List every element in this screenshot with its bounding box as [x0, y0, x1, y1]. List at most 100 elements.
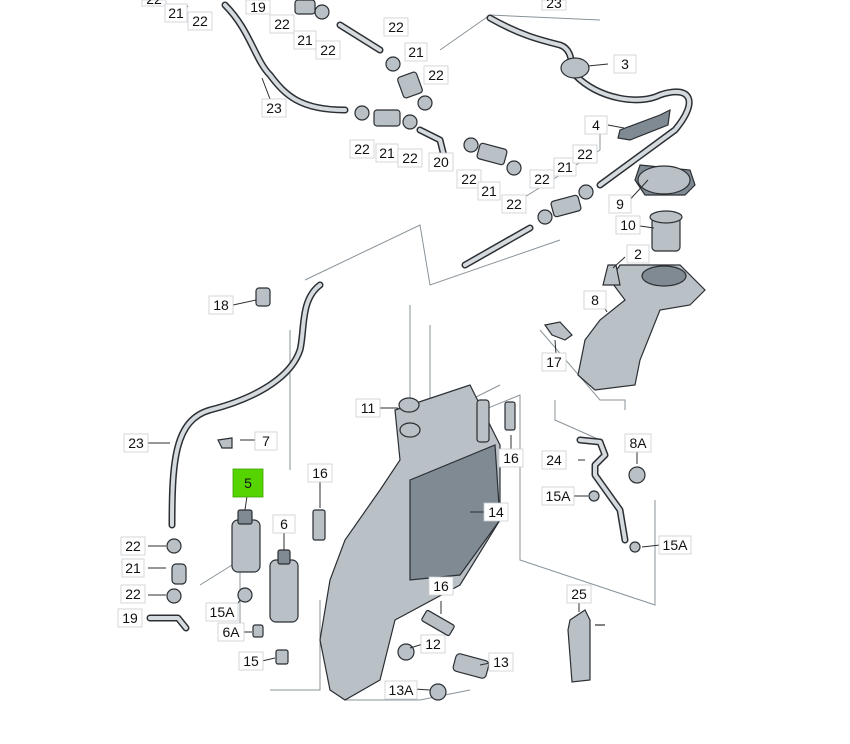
svg-text:16: 16 [312, 465, 328, 481]
label-21: 21 [477, 181, 501, 201]
svg-text:11: 11 [361, 400, 376, 416]
svg-text:16: 16 [503, 450, 519, 466]
label-23: 23 [123, 433, 149, 453]
svg-text:22: 22 [354, 141, 370, 157]
label-21: 21 [293, 30, 317, 50]
label-6: 6 [272, 514, 296, 534]
label-22: 22 [120, 584, 146, 604]
svg-text:6: 6 [280, 516, 288, 532]
svg-text:12: 12 [425, 636, 441, 652]
svg-text:22: 22 [125, 586, 141, 602]
label-22: 22 [141, 0, 167, 7]
label-15: 15 [238, 651, 264, 671]
label-13: 13 [488, 652, 514, 672]
svg-text:19: 19 [250, 0, 266, 15]
svg-text:21: 21 [481, 183, 497, 199]
label-22: 22 [397, 148, 423, 168]
label-22: 22 [349, 139, 375, 159]
svg-text:21: 21 [297, 32, 313, 48]
svg-text:23: 23 [128, 435, 144, 451]
svg-text:4: 4 [592, 117, 600, 133]
label-11: 11 [355, 398, 381, 418]
label-15A: 15A [658, 535, 692, 555]
pumps [217, 437, 605, 665]
label-14: 14 [483, 502, 509, 522]
label-10: 10 [615, 215, 641, 235]
svg-text:21: 21 [168, 5, 184, 21]
svg-text:19: 19 [122, 610, 138, 626]
svg-text:6A: 6A [222, 624, 240, 640]
label-22: 22 [120, 536, 146, 556]
svg-text:22: 22 [534, 171, 550, 187]
label-22: 22 [315, 40, 341, 60]
svg-text:22: 22 [388, 19, 404, 35]
svg-text:22: 22 [577, 146, 593, 162]
svg-text:18: 18 [213, 297, 229, 313]
label-21: 21 [404, 42, 428, 62]
label-18: 18 [208, 295, 234, 315]
label-15A: 15A [541, 486, 575, 506]
svg-text:22: 22 [402, 150, 418, 166]
label-22: 22 [529, 169, 555, 189]
label-9: 9 [608, 194, 632, 214]
svg-text:22: 22 [146, 0, 162, 7]
svg-text:5: 5 [244, 475, 252, 491]
label-22: 22 [383, 17, 409, 37]
svg-text:22: 22 [320, 42, 336, 58]
label-22: 22 [501, 194, 527, 214]
svg-text:8: 8 [591, 292, 599, 308]
label-16: 16 [428, 576, 454, 596]
label-4: 4 [584, 115, 608, 135]
label-6A: 6A [217, 622, 245, 642]
svg-text:22: 22 [192, 13, 208, 29]
label-17: 17 [541, 352, 567, 372]
label-13A: 13A [384, 680, 418, 700]
reference-lines [199, 14, 656, 701]
svg-text:9: 9 [616, 196, 624, 212]
svg-text:23: 23 [266, 100, 282, 116]
label-22: 22 [572, 144, 598, 164]
svg-text:21: 21 [408, 44, 424, 60]
svg-text:22: 22 [506, 196, 522, 212]
label-16: 16 [498, 448, 524, 468]
label-5: 5 [232, 468, 264, 498]
svg-text:8A: 8A [629, 435, 647, 451]
label-24: 24 [541, 450, 567, 470]
label-21: 21 [375, 143, 399, 163]
label-25: 25 [566, 584, 592, 604]
part-labels: 22 21 22 19 22 21 22 22 21 22 23 3 23 4 … [117, 0, 692, 700]
label-22: 22 [456, 169, 482, 189]
svg-text:15: 15 [243, 653, 259, 669]
svg-text:22: 22 [125, 538, 141, 554]
leader-lines [148, 5, 661, 691]
label-22: 22 [269, 14, 295, 34]
svg-text:21: 21 [125, 560, 141, 576]
svg-text:25: 25 [571, 586, 587, 602]
svg-text:21: 21 [557, 159, 573, 175]
label-2: 2 [626, 244, 650, 264]
svg-text:24: 24 [546, 452, 562, 468]
svg-text:15A: 15A [546, 488, 572, 504]
label-22: 22 [187, 11, 213, 31]
label-21: 21 [121, 558, 145, 578]
svg-text:13: 13 [493, 654, 509, 670]
svg-text:23: 23 [546, 0, 562, 11]
label-21: 21 [553, 157, 577, 177]
svg-text:21: 21 [379, 145, 395, 161]
label-20: 20 [428, 152, 454, 172]
svg-text:2: 2 [634, 246, 642, 262]
svg-text:13A: 13A [389, 682, 415, 698]
svg-text:14: 14 [488, 504, 504, 520]
label-15A: 15A [205, 602, 239, 622]
svg-text:22: 22 [274, 16, 290, 32]
label-19: 19 [117, 608, 143, 628]
label-23: 23 [261, 98, 287, 118]
label-8: 8 [583, 290, 607, 310]
svg-text:17: 17 [546, 354, 562, 370]
svg-text:22: 22 [461, 171, 477, 187]
svg-text:16: 16 [433, 578, 449, 594]
svg-text:7: 7 [262, 433, 270, 449]
label-21: 21 [164, 3, 188, 23]
label-23: 23 [541, 0, 567, 11]
